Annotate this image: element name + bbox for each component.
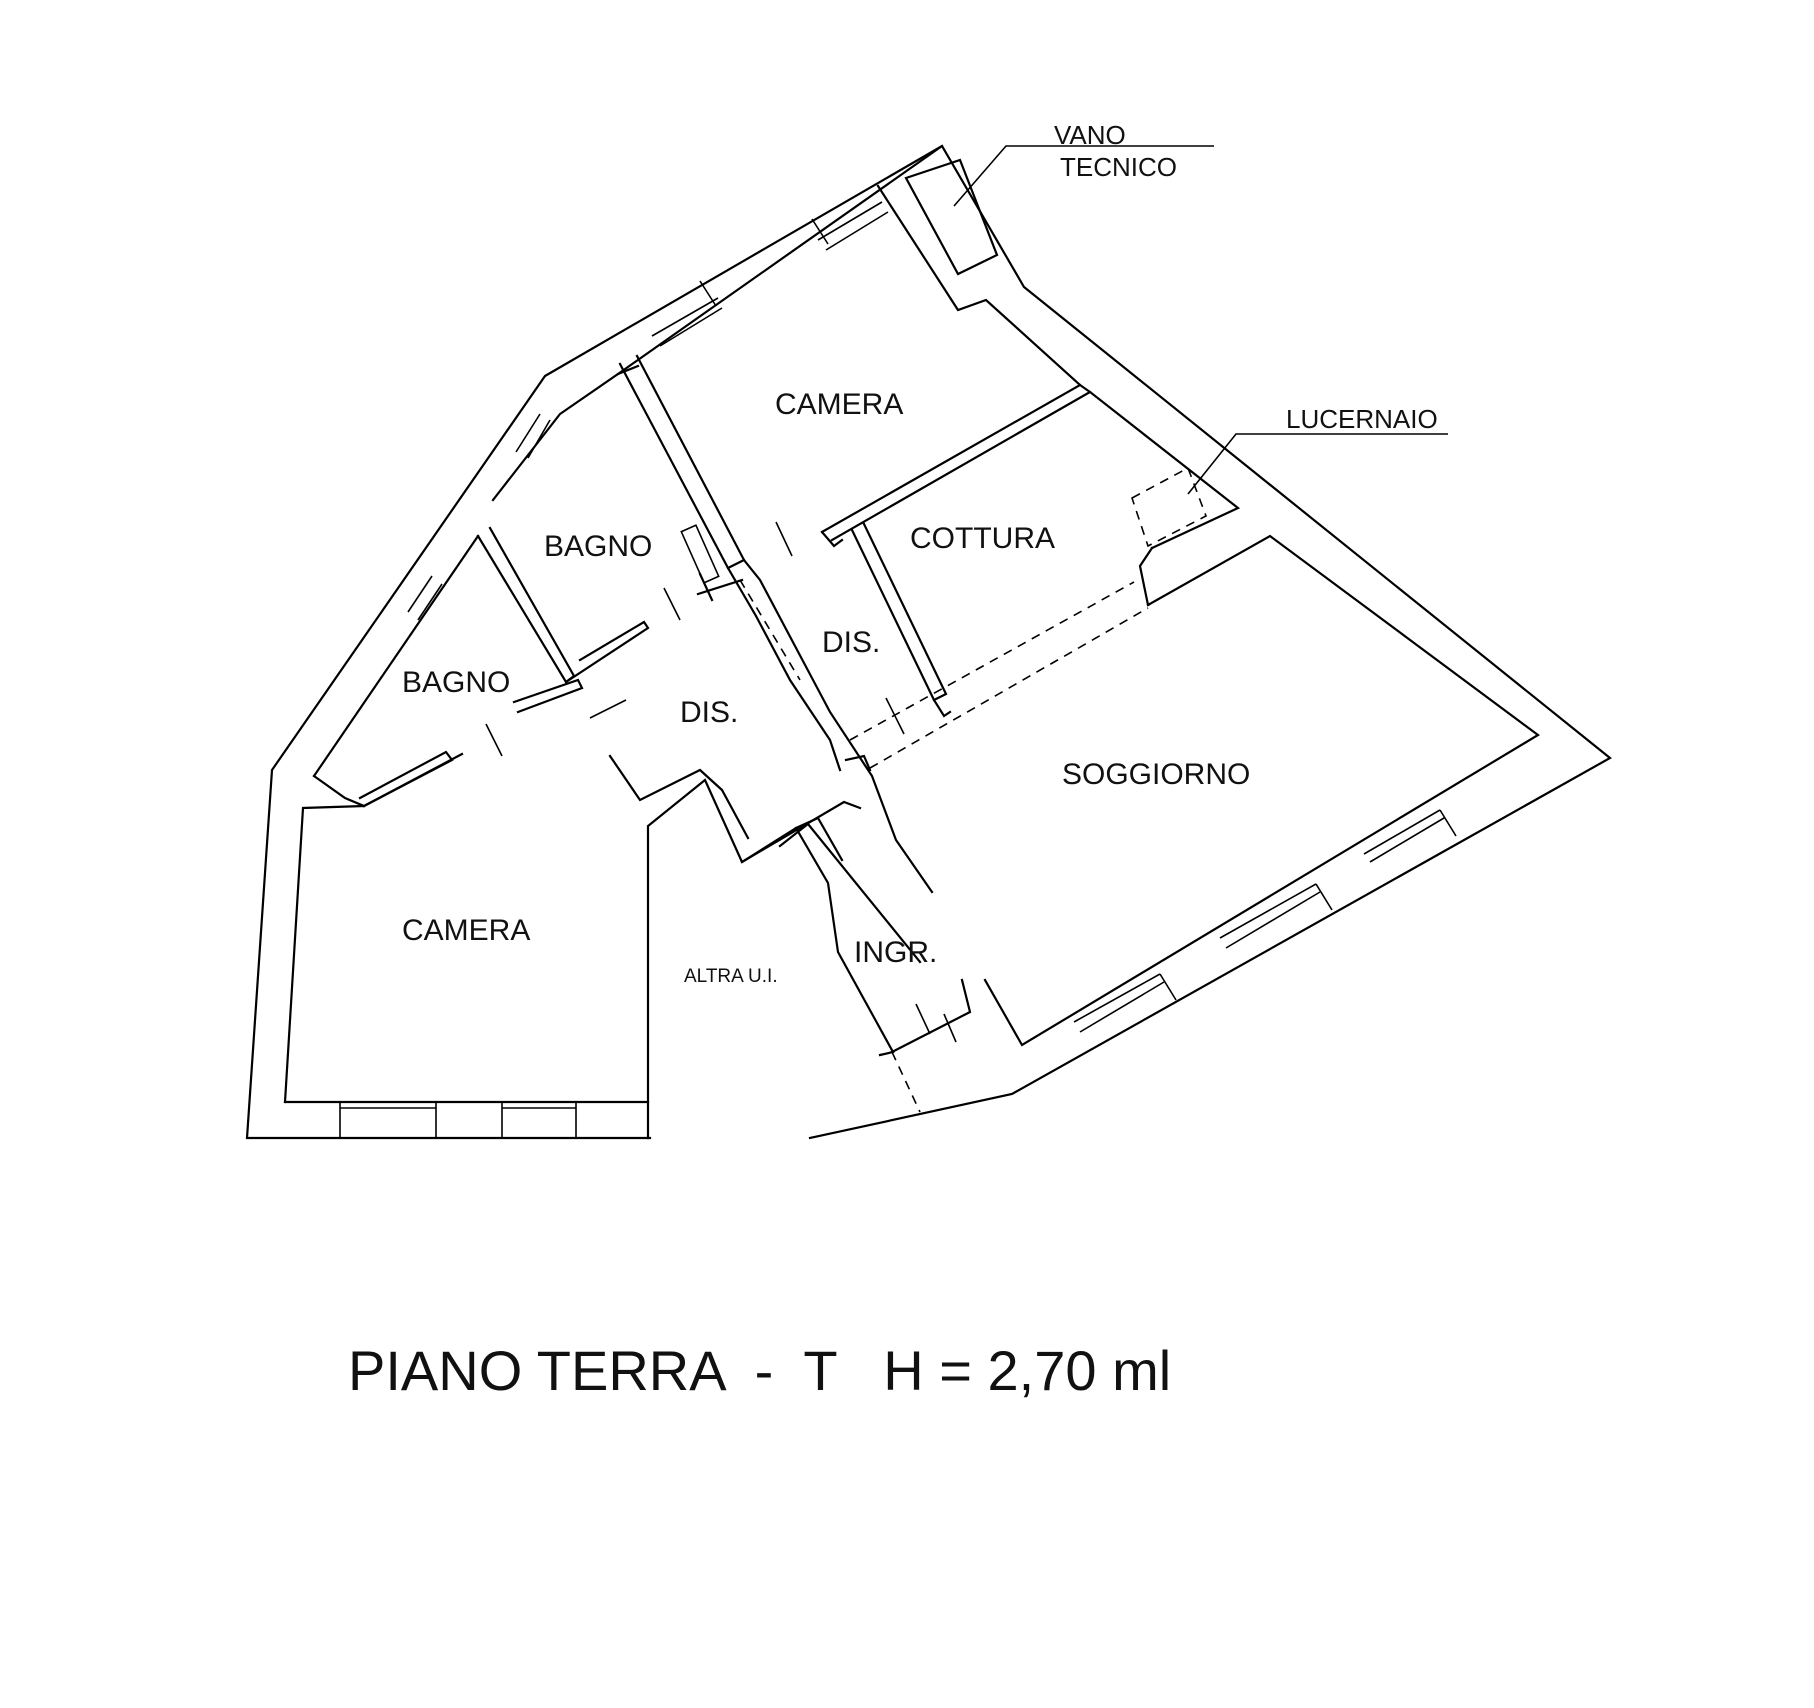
label-bagno-lower: BAGNO <box>402 666 510 699</box>
label-cottura: COTTURA <box>910 522 1055 555</box>
door-lines <box>485 466 1207 1113</box>
label-camera-bottom: CAMERA <box>402 914 530 947</box>
callout-labels: VANO TECNICO LUCERNAIO <box>1054 120 1438 434</box>
label-dis-right: DIS. <box>822 626 880 659</box>
label-ingresso: INGR. <box>854 936 937 969</box>
label-dis-left: DIS. <box>680 696 738 729</box>
label-bagno-upper: BAGNO <box>544 530 652 563</box>
windows <box>339 201 1457 1139</box>
label-lucernaio: LUCERNAIO <box>1286 404 1438 434</box>
label-camera-top: CAMERA <box>775 388 903 421</box>
label-soggiorno: SOGGIORNO <box>1062 758 1250 791</box>
label-tecnico: TECNICO <box>1060 152 1177 182</box>
room-labels: CAMERA BAGNO BAGNO COTTURA DIS. DIS. SOG… <box>402 388 1250 987</box>
callout-leaders <box>953 145 1448 495</box>
outer-walls <box>245 144 1612 1140</box>
label-altra-ui: ALTRA U.I. <box>684 966 778 987</box>
partitions <box>358 354 1093 1054</box>
label-vano: VANO <box>1054 120 1126 150</box>
plan-title: PIANO TERRA - T H = 2,70 ml <box>348 1339 1171 1402</box>
